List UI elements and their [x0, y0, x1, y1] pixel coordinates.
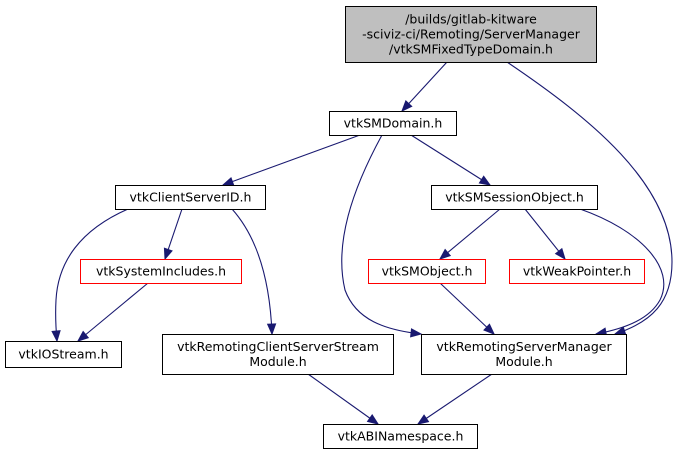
node-box: [329, 111, 457, 136]
arrow-head: [266, 323, 277, 336]
node-label-line: vtkRemotingServerManager: [436, 339, 612, 354]
node-label-line: vtkWeakPointer.h: [523, 264, 631, 279]
node-box: [431, 185, 598, 210]
arrow-head: [163, 247, 173, 261]
edge-root-to-smdomain: [401, 61, 448, 112]
node-label-line: /vtkSMFixedTypeDomain.h: [389, 42, 553, 57]
edge-line: [524, 208, 566, 260]
node-box: [5, 341, 122, 368]
edge-line: [417, 373, 493, 425]
edge-smdomain-to-remotingsm: [341, 134, 423, 338]
node-box: [162, 334, 394, 375]
arrow-head: [366, 414, 380, 425]
edge-line: [439, 282, 495, 335]
node-label-line: /builds/gitlab-kitware: [405, 12, 537, 27]
arrow-head: [76, 330, 90, 342]
edge-clientserverid-to-iostream: [51, 208, 129, 343]
edge-smsessionobject-to-smobject: [438, 208, 501, 260]
edge-smsessionobject-to-weakpointer: [524, 208, 566, 261]
edge-smdomain-to-clientserverid: [221, 134, 361, 186]
arrow-head: [478, 175, 492, 186]
arrow-head: [51, 330, 61, 343]
edge-smobject-to-remotingsm: [439, 282, 495, 335]
node-label-line: Module.h: [249, 354, 306, 369]
node-label-line: vtkABINamespace.h: [338, 429, 464, 444]
edge-remotingsm-to-abinamespace: [416, 373, 493, 425]
node-label-line: vtkIOStream.h: [18, 347, 108, 362]
arrow-head: [410, 328, 423, 338]
edge-root-to-remotingsm: [506, 61, 673, 336]
node-systemincludes[interactable]: vtkSystemIncludes.h: [80, 259, 242, 284]
edge-line: [401, 61, 448, 112]
node-label-line: vtkClientServerID.h: [130, 190, 252, 205]
edge-smdomain-to-smsessionobject: [410, 134, 492, 186]
edge-line: [55, 208, 129, 342]
node-iostream[interactable]: vtkIOStream.h: [5, 341, 122, 368]
edge-clientserverid-to-remotingcs: [231, 208, 277, 336]
node-box: [509, 259, 645, 284]
node-weakpointer[interactable]: vtkWeakPointer.h: [509, 259, 645, 284]
edge-line: [410, 134, 491, 186]
edge-line: [579, 208, 665, 335]
node-label-line: vtkSystemIncludes.h: [96, 264, 226, 279]
node-label-line: vtkSMSessionObject.h: [445, 190, 584, 205]
nodes-layer: /builds/gitlab-kitware-sciviz-ci/Remotin…: [5, 6, 645, 449]
edges-layer: [51, 61, 673, 425]
node-box: [323, 424, 478, 449]
node-label-line: vtkSMObject.h: [382, 264, 473, 279]
node-label-line: -sciviz-ci/Remoting/ServerManager: [362, 27, 581, 42]
node-label-line: vtkRemotingClientServerStream: [177, 339, 379, 354]
edge-line: [307, 373, 379, 425]
edge-line: [439, 208, 501, 260]
node-smsessionobject[interactable]: vtkSMSessionObject.h: [431, 185, 598, 210]
arrow-head: [416, 414, 430, 425]
edge-line: [506, 61, 673, 335]
node-label-line: vtkSMDomain.h: [344, 116, 443, 131]
node-abinamespace[interactable]: vtkABINamespace.h: [323, 424, 478, 449]
node-box: [345, 6, 597, 63]
edge-line: [77, 282, 149, 342]
node-smobject[interactable]: vtkSMObject.h: [368, 259, 486, 284]
arrow-head: [483, 323, 495, 335]
node-smdomain[interactable]: vtkSMDomain.h: [329, 111, 457, 136]
edge-remotingcs-to-abinamespace: [307, 373, 380, 425]
edge-line: [341, 134, 422, 335]
arrow-head: [554, 247, 566, 261]
edge-line: [231, 208, 273, 335]
edge-line: [222, 134, 361, 186]
node-label-line: Module.h: [495, 354, 552, 369]
edge-clientserverid-to-systemincludes: [163, 208, 183, 261]
node-clientserverid[interactable]: vtkClientServerID.h: [115, 185, 266, 210]
arrow-head: [221, 176, 235, 186]
node-box: [115, 185, 266, 210]
edge-systemincludes-to-iostream: [76, 282, 149, 342]
arrow-head: [438, 248, 452, 260]
node-box: [80, 259, 242, 284]
node-root: /builds/gitlab-kitware-sciviz-ci/Remotin…: [345, 6, 597, 63]
node-box: [368, 259, 486, 284]
arrow-head: [401, 100, 413, 112]
node-box: [421, 334, 627, 375]
